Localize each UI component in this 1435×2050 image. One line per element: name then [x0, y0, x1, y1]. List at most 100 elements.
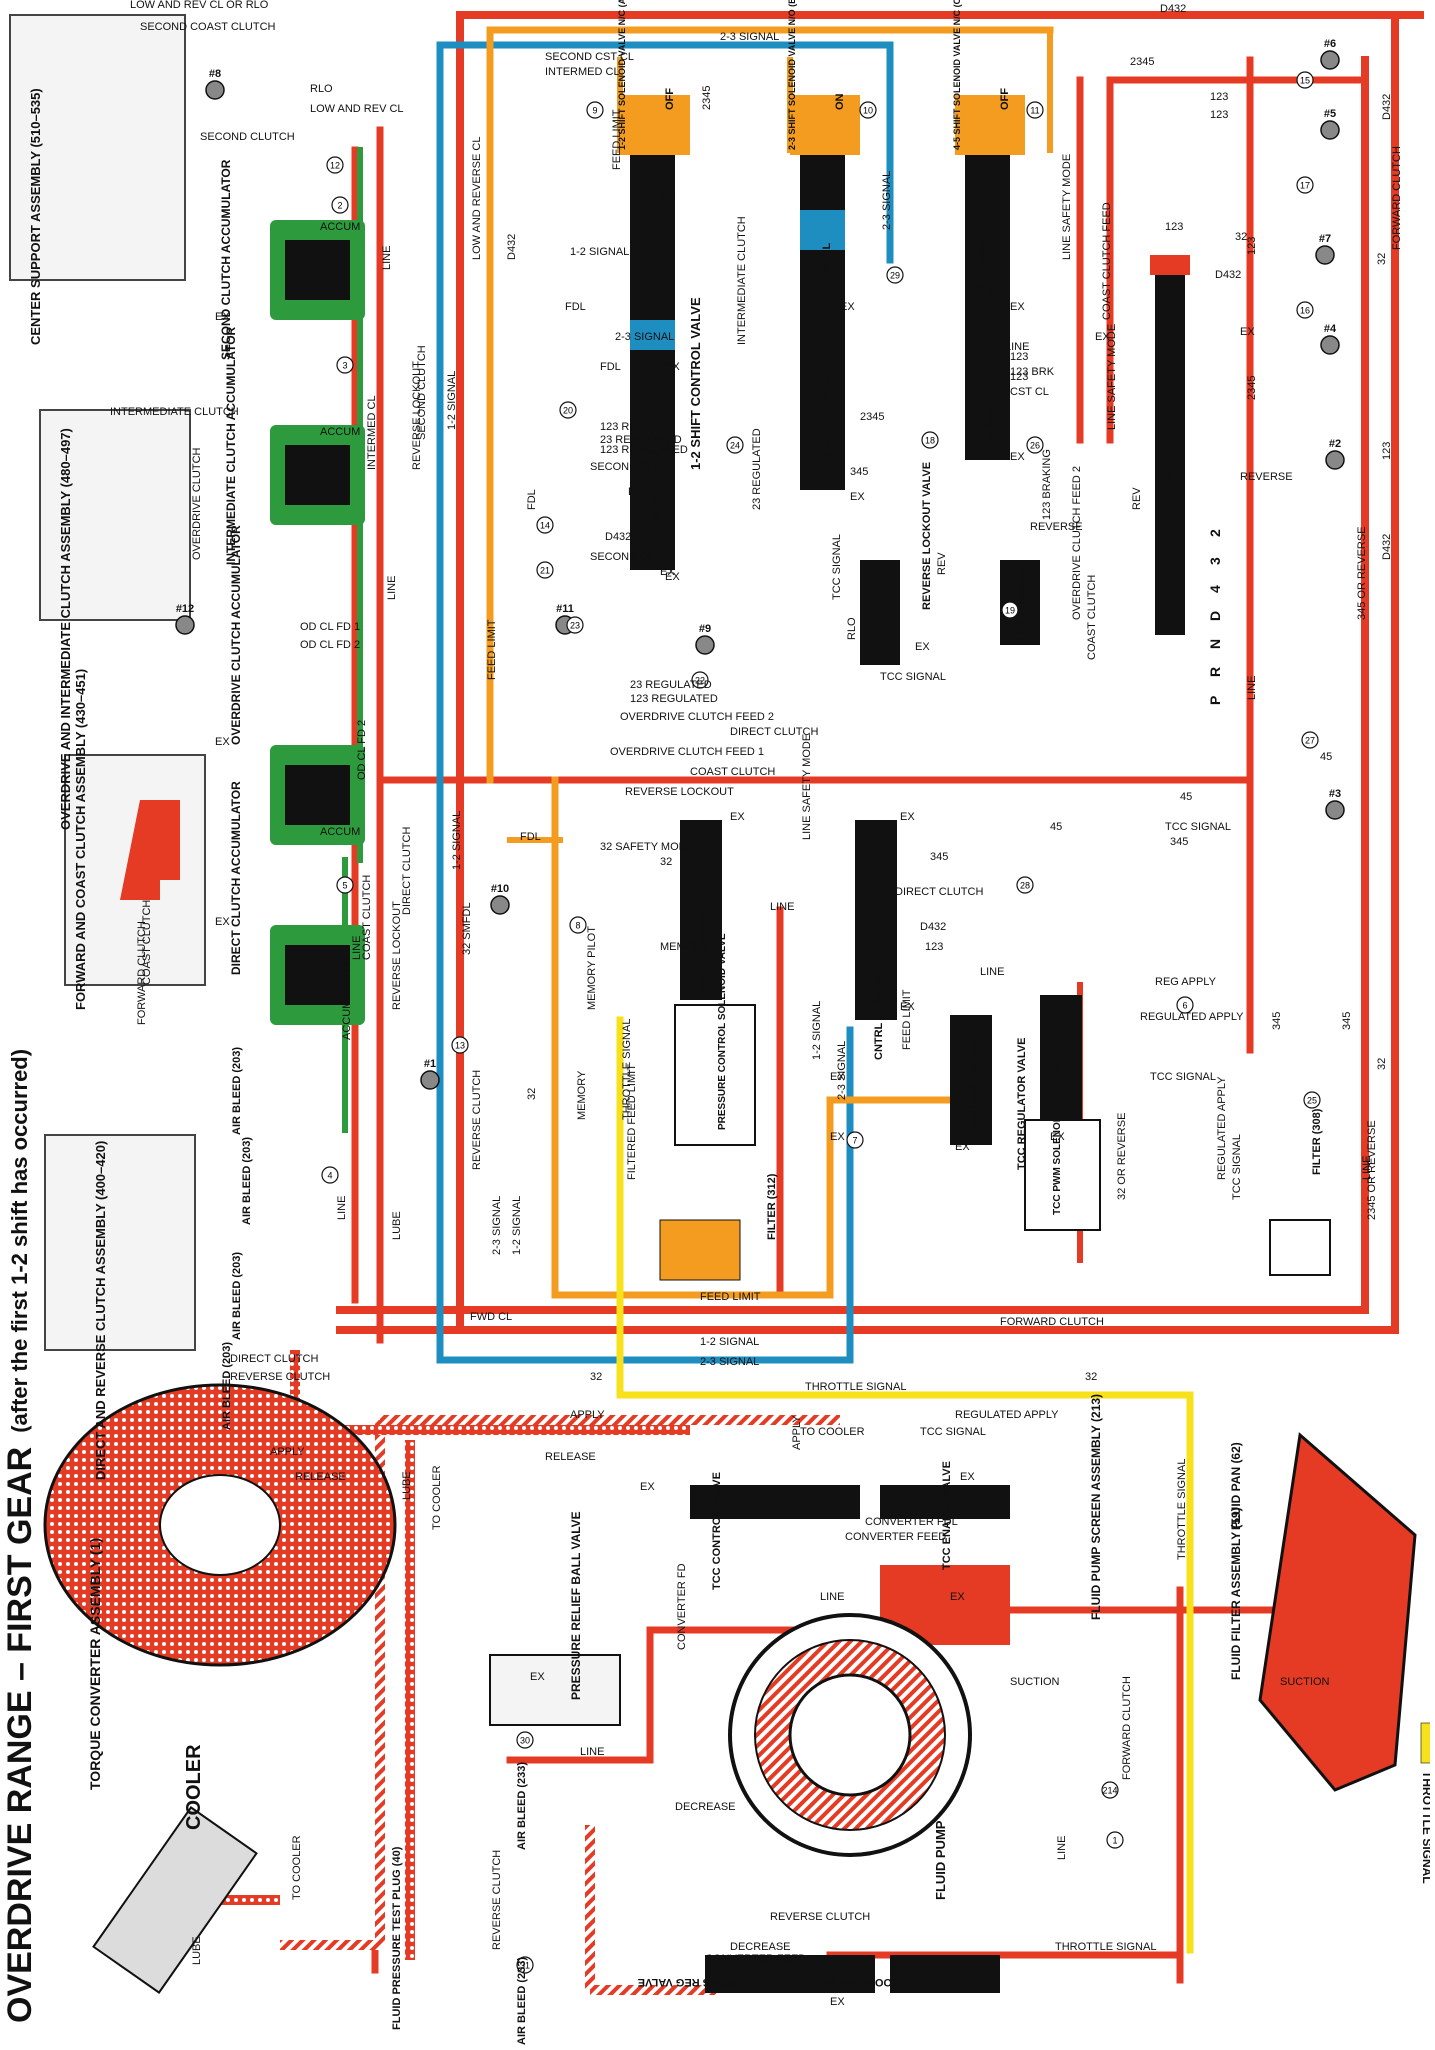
- label-regulated-apply: REGULATED APPLY: [955, 1409, 1059, 1421]
- label-s345: 345: [1170, 836, 1188, 848]
- legend-graphic: PRESSURESINTAKE & DECREASE (SUCTION)CONV…: [1420, 1722, 1435, 1884]
- label-s123: 123: [1210, 109, 1228, 121]
- label-converter-feed: CONVERTER FEED: [705, 1953, 806, 1965]
- label-s2345: 2345: [860, 411, 884, 423]
- label-reg-apply: REG APPLY: [1155, 976, 1217, 988]
- gear-position-P: P: [1207, 696, 1223, 705]
- label-to-cooler: TO COOLER: [431, 1465, 443, 1530]
- label-tcc-signal: TCC SIGNAL: [880, 671, 946, 683]
- svg-text:#5: #5: [1324, 108, 1336, 120]
- label-second-cst-cl: SECOND CST CL: [545, 51, 634, 63]
- svg-text:#9: #9: [699, 623, 711, 635]
- valves: [489, 95, 1331, 1993]
- solenoid-45: [955, 95, 1025, 155]
- caption-pcs: PRESSURE CONTROL SOLENOID VALVE: [717, 933, 728, 1130]
- caption-shift-12: 1-2 SHIFT VALVE: [649, 443, 663, 540]
- check-ball-5: #5: [1320, 108, 1340, 140]
- shift-12-valve-body: [630, 150, 675, 570]
- caption-forward-coast: FORWARD AND COAST CLUTCH ASSEMBLY (430–4…: [73, 669, 88, 1010]
- caption-tcc-reg: TCC REGULATOR VALVE: [1016, 1038, 1028, 1170]
- svg-text:#10: #10: [491, 883, 509, 895]
- check-ball-4: #4: [1320, 323, 1340, 355]
- svg-text:5: 5: [342, 881, 347, 891]
- pipe-network: [165, 11, 1424, 1995]
- label-line: LINE: [351, 936, 363, 960]
- check-balls: #1#2#3#4#5#6#7#8#9#10#11#12: [175, 38, 1345, 1090]
- label-intermed-cl: INTERMED CL: [545, 66, 620, 78]
- label-line: LINE: [580, 1746, 604, 1758]
- label-direct-clutch: DIRECT CLUTCH: [230, 1353, 318, 1365]
- label-s45: 45: [1180, 791, 1192, 803]
- label-intermed-cl: INTERMED CL: [366, 395, 378, 470]
- orifice-6: 6: [1176, 996, 1194, 1014]
- label-line: LINE: [1005, 341, 1029, 353]
- label-ex-19: EX: [640, 1481, 655, 1493]
- label-fwd-cl: FWD CL: [470, 1311, 512, 1323]
- caption-air-bleed-203: AIR BLEED (203): [231, 1252, 243, 1340]
- label-signal-45: 4-5 SIGNAL: [976, 231, 988, 290]
- label-s345: 345: [930, 851, 948, 863]
- caption-tcc-enable: TCC ENABLE VALVE: [941, 1461, 953, 1570]
- safety-mode-valve: [680, 820, 722, 1000]
- caption-air-bleed-203: AIR BLEED (203): [231, 1047, 243, 1135]
- gear-position-R: R: [1207, 667, 1223, 677]
- orifice-11: 11: [1026, 101, 1044, 119]
- orifice-2: 2: [331, 196, 349, 214]
- label-converter-fd: CONVERTER FD: [676, 1563, 688, 1650]
- label-ex-2: EX: [660, 191, 675, 203]
- label-low-rev: LOW AND REV CL: [310, 103, 404, 115]
- svg-text:6: 6: [1182, 1001, 1187, 1011]
- label-to-cooler: TO COOLER: [291, 1835, 303, 1900]
- solenoid-12: [620, 95, 690, 155]
- passage-labels: LINELINELINELINELINELINELINELINELINELINE…: [110, 0, 1403, 2008]
- label-tcc-signal: TCC SIGNAL: [1231, 1134, 1243, 1200]
- label-or-reverse-345: 345 OR REVERSE: [1356, 526, 1368, 620]
- label-od-feed2: OVERDRIVE CLUTCH FEED 2: [620, 711, 774, 723]
- check-ball-8: #8: [205, 68, 225, 100]
- label-decrease: DECREASE: [730, 1941, 791, 1953]
- svg-text:27: 27: [1305, 736, 1315, 746]
- check-ball-12: #12: [175, 603, 195, 635]
- caption-intermediate-accum: INTERMEDIATE CLUTCH ACCUMULATOR: [224, 326, 238, 565]
- label-ex-1: EX: [665, 571, 680, 583]
- boost-valve: [890, 1955, 1000, 1993]
- orifice-1: 1: [1106, 1831, 1124, 1849]
- caption-air-bleed-233: AIR BLEED (233): [516, 1762, 528, 1850]
- label-throttle: THROTTLE SIGNAL: [621, 1019, 633, 1120]
- cooler-unit: [92, 1806, 258, 1994]
- solenoid-state-45: OFF: [999, 88, 1011, 110]
- label-regulated-23: 23 REGULATED: [751, 428, 763, 510]
- label-ex-23: EX: [915, 641, 930, 653]
- second-clutch-accumulator: [270, 220, 365, 320]
- label-reverse: REVERSE: [1030, 521, 1083, 533]
- label-second-cl: SECOND CL: [590, 461, 654, 473]
- label-s32: 32: [660, 856, 672, 868]
- label-signal-23: 2-3 SIGNAL: [615, 331, 674, 343]
- label-safety-32: 32 SAFETY MODE: [600, 841, 694, 853]
- svg-text:2: 2: [337, 201, 342, 211]
- svg-text:17: 17: [1300, 181, 1310, 191]
- svg-text:24: 24: [730, 441, 740, 451]
- label-overdrive-clutch: OVERDRIVE CLUTCH: [191, 447, 203, 560]
- label-braking-123: 123 BRAKING: [1041, 449, 1053, 520]
- label-direct-clutch: DIRECT CLUTCH: [895, 886, 983, 898]
- caption-sol-23: 2-3 SHIFT SOLENOID VALVE N/O (B): [787, 0, 797, 150]
- center-support-housing: [9, 14, 186, 281]
- label-fdl: FDL: [520, 831, 541, 843]
- label-od-cl-fd2: OD CL FD 2: [356, 720, 368, 780]
- check-ball-6: #6: [1320, 38, 1340, 70]
- label-second-clutch: SECOND CLUTCH: [200, 131, 295, 143]
- orifice-25: 25: [1303, 1091, 1321, 1109]
- overdrive-clutch-accumulator: [270, 745, 365, 845]
- caption-feed-limit-valve: FEED LIMIT VALVE: [968, 1041, 980, 1140]
- label-s345: 345: [1341, 1012, 1353, 1030]
- label-od-cl-fd1: OD CL FD 1: [300, 621, 360, 633]
- caption-fluid-filter: FLUID FILTER ASSEMBLY (59): [1229, 1507, 1243, 1680]
- svg-text:11: 11: [1030, 106, 1039, 116]
- label-ex-14: EX: [955, 1141, 970, 1153]
- caption-cntrl: CNTRL: [821, 242, 833, 280]
- label-fdl: FDL: [526, 489, 538, 510]
- svg-text:#4: #4: [1324, 323, 1337, 335]
- label-s32: 32: [526, 1088, 538, 1100]
